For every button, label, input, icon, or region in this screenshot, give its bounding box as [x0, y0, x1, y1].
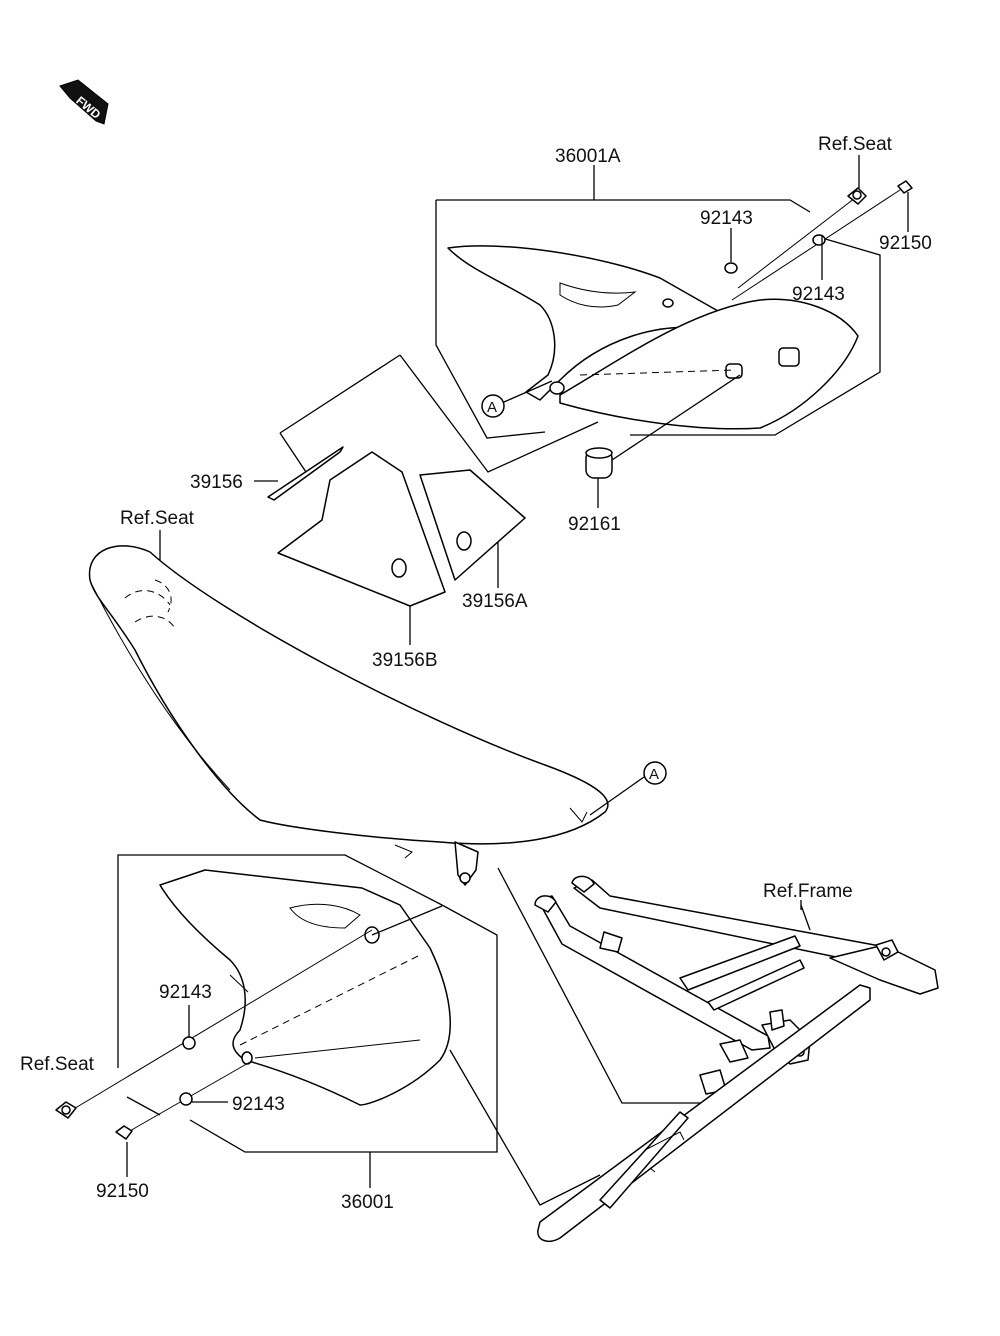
label-92143-lower: 92143: [232, 1094, 285, 1115]
decal-39156a-icon: [419, 469, 526, 588]
label-92143-top: 92143: [700, 208, 753, 229]
label-92150-left: 92150: [96, 1181, 149, 1202]
grommet-92161-icon: [585, 374, 741, 508]
washer-92143-top-icon: [724, 234, 826, 274]
label-ref-seat-left: Ref.Seat: [20, 1054, 95, 1075]
label-92150-top: 92150: [879, 233, 932, 254]
callout-a-seat-text: A: [649, 766, 659, 783]
label-ref-frame: Ref.Frame: [763, 881, 853, 902]
seat-icon: [88, 545, 609, 886]
callout-a-top-text: A: [487, 399, 497, 416]
callout-a-seat: A: [589, 761, 667, 816]
label-39156b: 39156B: [372, 650, 438, 671]
label-39156a: 39156A: [462, 591, 528, 612]
side-cover-36001a: [447, 245, 859, 430]
label-92161: 92161: [568, 514, 621, 535]
bolt-ref-seat-top-icon: [737, 187, 867, 289]
label-36001: 36001: [341, 1192, 394, 1213]
side-cover-36001: [159, 869, 451, 1106]
label-92143-left: 92143: [159, 982, 212, 1003]
rear-frame-icon: [534, 875, 939, 1242]
label-39156: 39156: [190, 472, 243, 493]
label-ref-seat-mid: Ref.Seat: [120, 508, 195, 529]
label-92143-right: 92143: [792, 284, 845, 305]
decal-39156-icon: [254, 446, 344, 501]
callout-a-top: A: [481, 380, 553, 418]
label-36001a: 36001A: [555, 146, 621, 167]
decal-39156b-icon: [277, 451, 446, 645]
bolt-ref-seat-left-icon: [55, 929, 373, 1119]
label-ref-seat-top: Ref.Seat: [818, 134, 893, 155]
fwd-arrow-icon: FWD: [59, 79, 109, 125]
